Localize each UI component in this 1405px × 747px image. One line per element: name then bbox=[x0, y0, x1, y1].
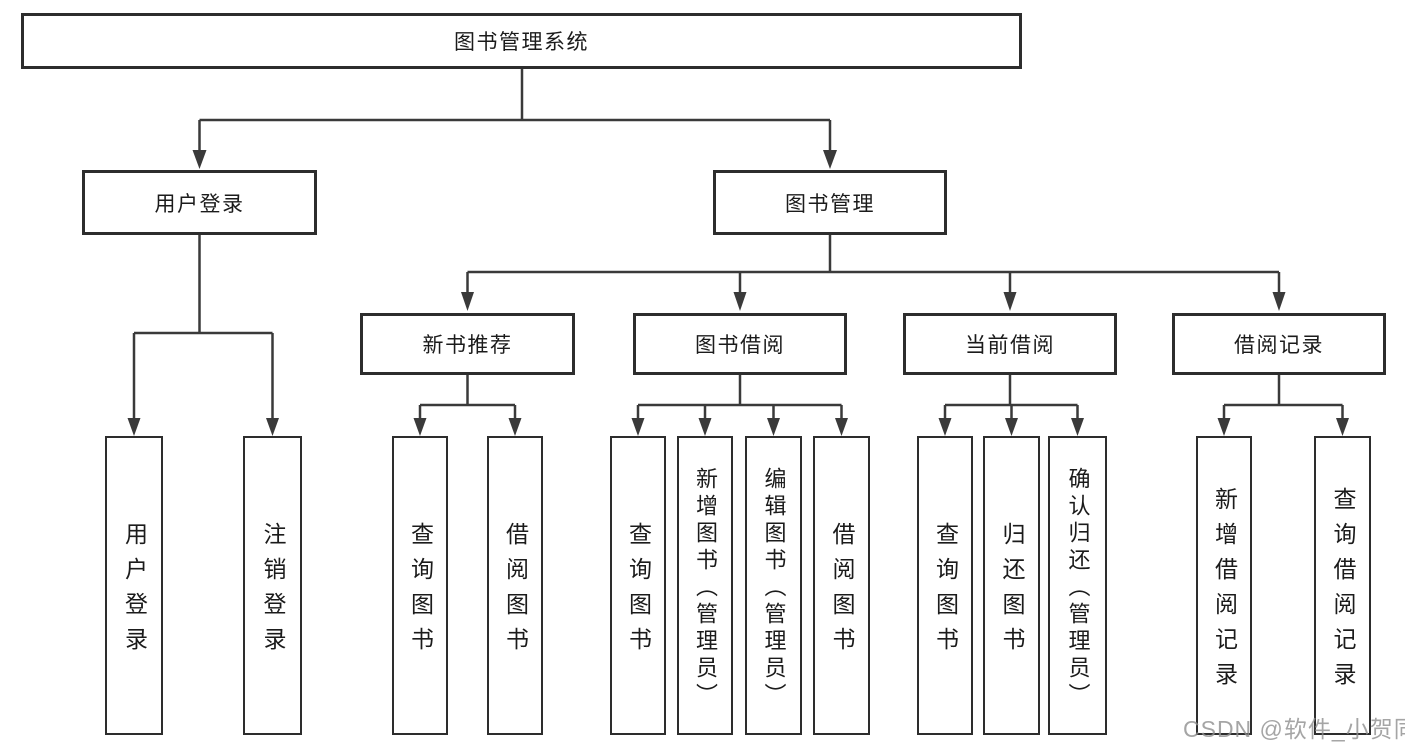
node-label: 图书管理 bbox=[785, 192, 875, 216]
node-label: 注销登录 bbox=[260, 521, 286, 662]
connector-book-borrowing-branch bbox=[636, 375, 843, 419]
node-leaf-confirm-return-admin: 确认归还（管理员） bbox=[1048, 436, 1107, 735]
node-label: 编辑图书（管理员） bbox=[761, 467, 787, 710]
node-leaf-borrow-books-2: 借阅图书 bbox=[813, 436, 870, 735]
node-book-borrowing: 图书借阅 bbox=[633, 313, 847, 375]
node-leaf-logout: 注销登录 bbox=[243, 436, 302, 735]
connector-borrowing-records-branch bbox=[1222, 375, 1344, 419]
node-leaf-edit-books-admin: 编辑图书（管理员） bbox=[745, 436, 802, 735]
connector-current-borrowing-branch bbox=[943, 375, 1079, 419]
node-user-login: 用户登录 bbox=[82, 170, 317, 235]
node-leaf-return-books: 归还图书 bbox=[983, 436, 1040, 735]
node-label: 用户登录 bbox=[121, 521, 148, 662]
node-leaf-add-books-admin: 新增图书（管理员） bbox=[677, 436, 733, 735]
connector-user-login-branch bbox=[132, 235, 274, 419]
node-label: 图书管理系统 bbox=[454, 31, 589, 54]
node-leaf-query-books-2: 查询图书 bbox=[610, 436, 666, 735]
node-label: 查询图书 bbox=[625, 521, 652, 662]
connector-book-management-branch bbox=[466, 235, 1281, 293]
connector-new-book-branch bbox=[418, 375, 517, 419]
node-book-management-system: 图书管理系统 bbox=[21, 13, 1022, 69]
node-label: 查询图书 bbox=[932, 521, 959, 662]
node-label: 借阅图书 bbox=[502, 521, 529, 662]
node-label: 图书借阅 bbox=[695, 334, 785, 357]
node-new-book-recommendation: 新书推荐 bbox=[360, 313, 575, 375]
node-leaf-query-books-1: 查询图书 bbox=[392, 436, 448, 735]
node-label: 新增借阅记录 bbox=[1211, 486, 1238, 697]
arrowheads bbox=[127, 150, 1349, 436]
node-leaf-query-books-3: 查询图书 bbox=[917, 436, 973, 735]
node-borrowing-records: 借阅记录 bbox=[1172, 313, 1386, 375]
node-label: 新书推荐 bbox=[422, 334, 513, 357]
node-leaf-user-login: 用户登录 bbox=[105, 436, 163, 735]
node-book-management: 图书管理 bbox=[713, 170, 947, 235]
connector-root-to-level2 bbox=[198, 69, 832, 151]
node-label: 借阅记录 bbox=[1234, 334, 1324, 357]
node-leaf-borrow-books-1: 借阅图书 bbox=[487, 436, 543, 735]
node-label: 借阅图书 bbox=[829, 521, 855, 662]
node-label: 当前借阅 bbox=[965, 334, 1055, 357]
node-label: 新增图书（管理员） bbox=[693, 467, 718, 710]
node-leaf-add-borrow-record: 新增借阅记录 bbox=[1196, 436, 1252, 735]
csdn-watermark: CSDN @软件_小贺同学 bbox=[1183, 716, 1405, 742]
node-label: 查询图书 bbox=[407, 521, 434, 662]
node-label: 查询借阅记录 bbox=[1330, 486, 1356, 697]
node-label: 归还图书 bbox=[999, 521, 1025, 662]
node-label: 确认归还（管理员） bbox=[1065, 467, 1091, 710]
node-label: 用户登录 bbox=[154, 192, 245, 216]
node-current-borrowing: 当前借阅 bbox=[903, 313, 1117, 375]
node-leaf-query-borrow-record: 查询借阅记录 bbox=[1314, 436, 1371, 735]
